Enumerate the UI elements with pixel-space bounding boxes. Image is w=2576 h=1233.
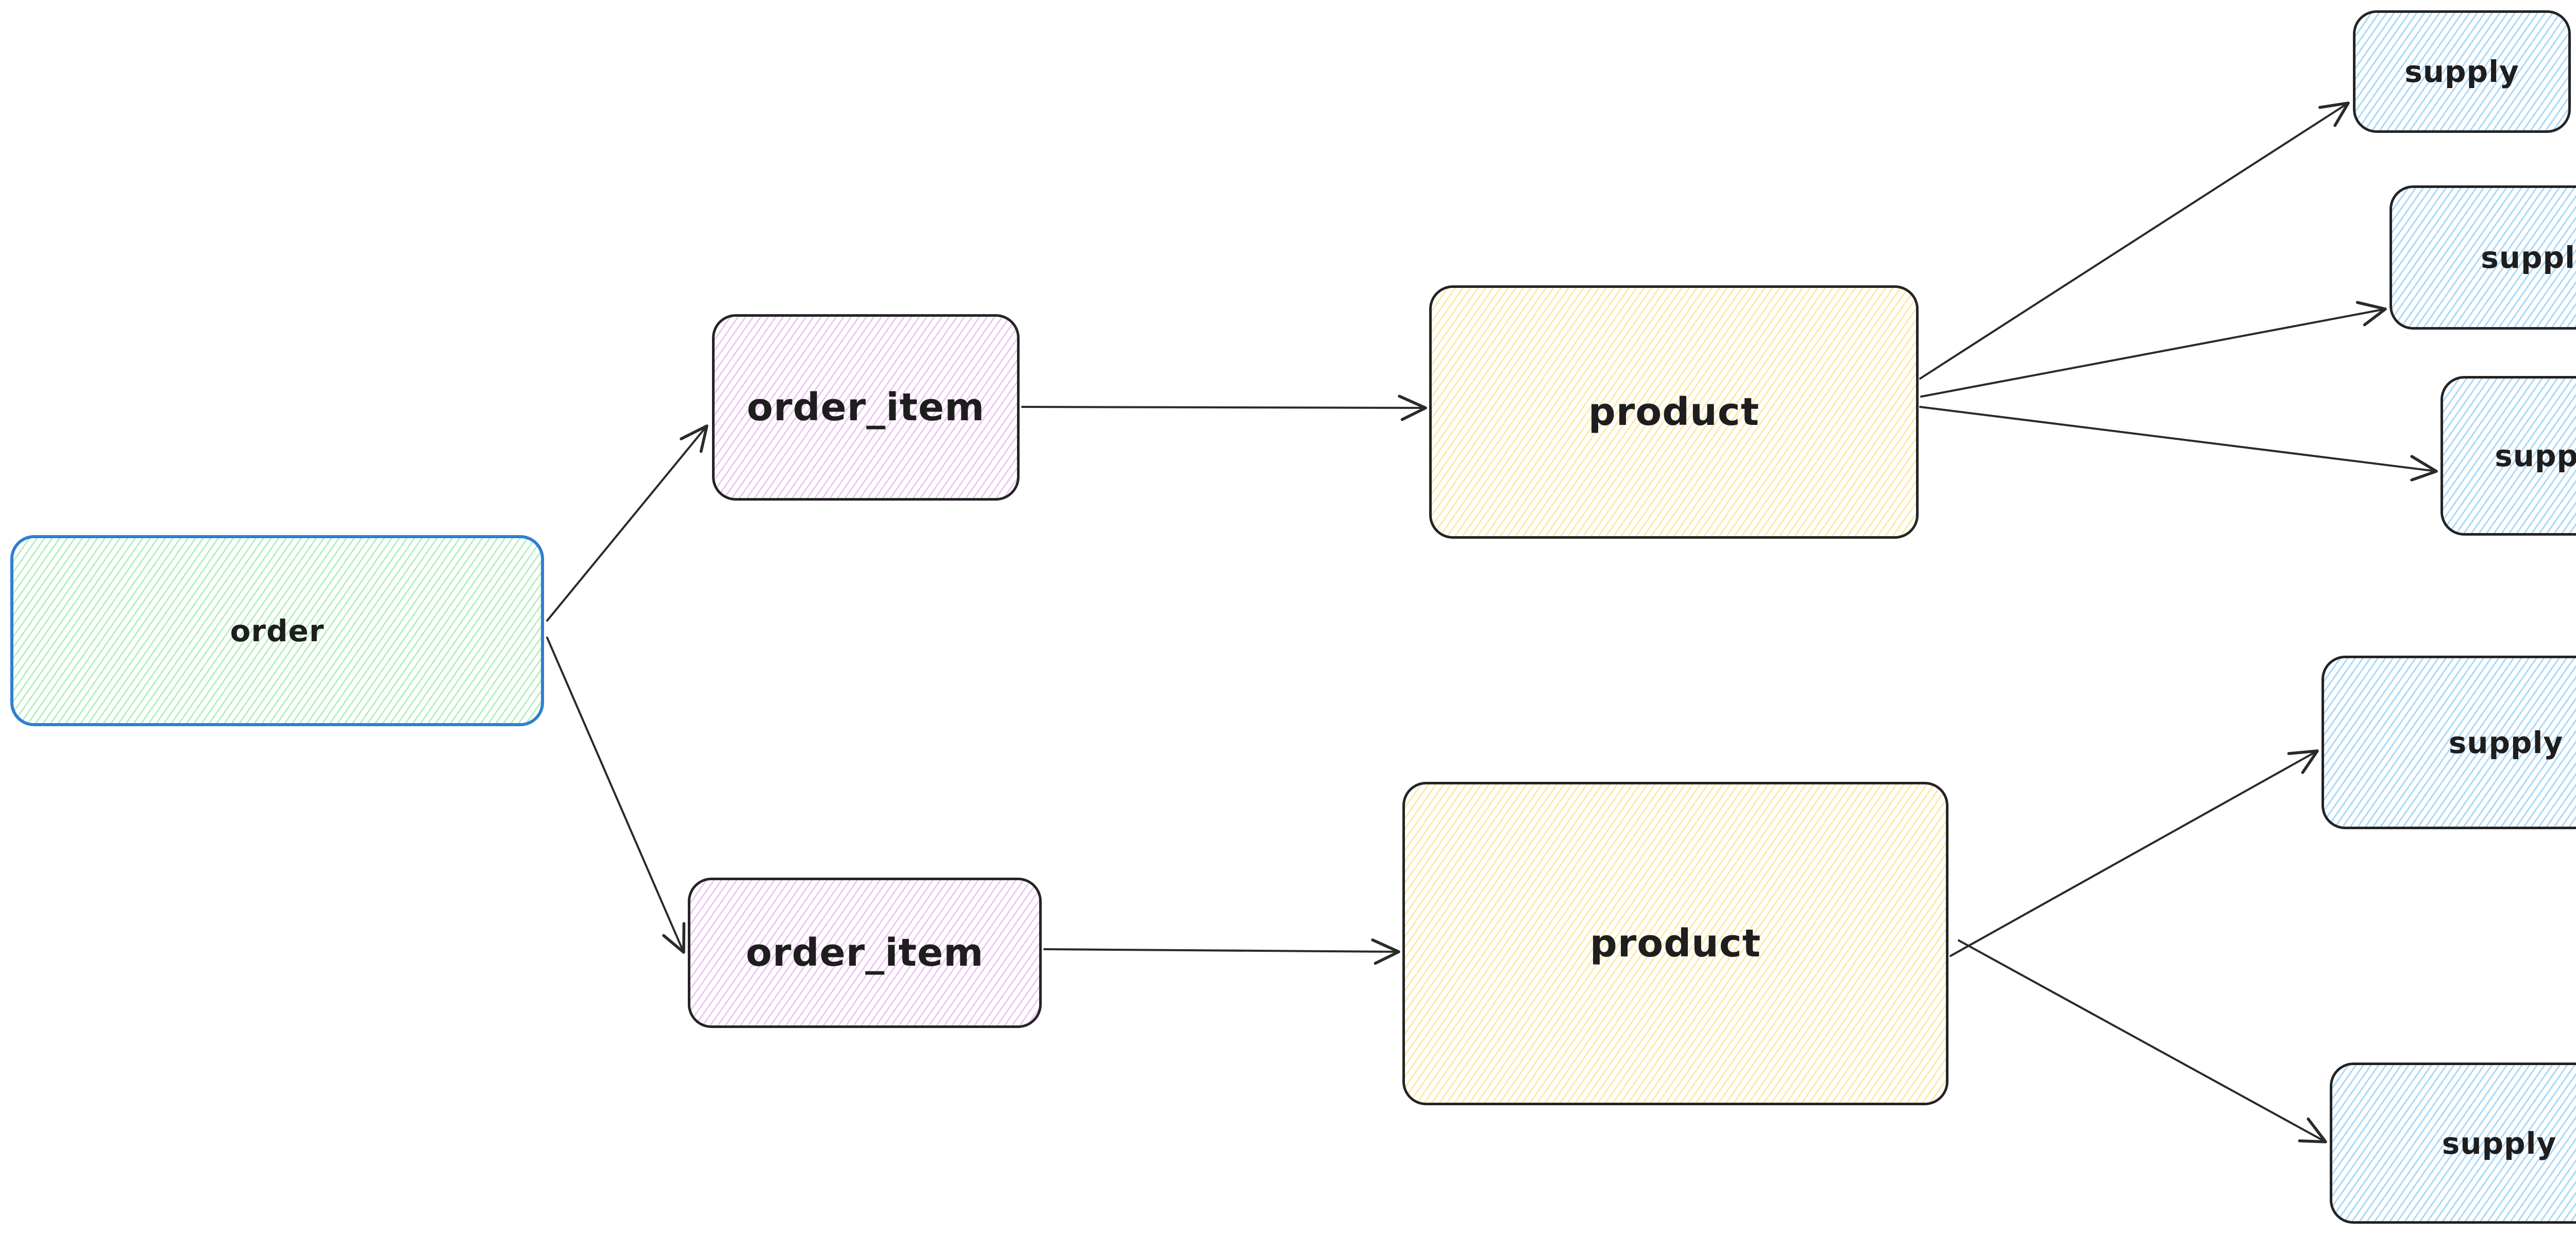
arrow-order-item-top-to-product-top[interactable] [1021,395,1427,421]
arrow-product-top-to-supply-3[interactable] [1919,406,2438,482]
arrow-product-bottom-to-supply-5[interactable] [1958,939,2327,1143]
node-product-bottom[interactable]: product [1402,782,1948,1105]
arrow-product-top-to-supply-2[interactable] [1920,301,2387,398]
arrow-order-item-bottom-to-product-bottom[interactable] [1043,938,1400,965]
node-supply-1-label: supply [2404,54,2519,89]
node-supply-3[interactable]: supply [2441,376,2576,536]
node-supply-5-label: supply [2442,1125,2557,1161]
node-supply-1[interactable]: supply [2353,10,2571,133]
node-order[interactable]: order [10,535,544,726]
node-supply-2[interactable]: supply [2389,185,2576,330]
node-order-item-bottom[interactable]: order_item [688,878,1042,1028]
node-product-top[interactable]: product [1429,285,1919,539]
node-order-item-bottom-label: order_item [745,931,984,975]
node-supply-4-label: supply [2448,725,2564,760]
node-order-label: order [230,613,325,648]
arrow-product-top-to-supply-1[interactable] [1919,101,2350,380]
arrow-order-to-order-item-bottom[interactable] [546,637,686,954]
node-supply-2-label: supply [2481,240,2576,275]
arrow-product-bottom-to-supply-4[interactable] [1950,749,2319,957]
node-product-top-label: product [1588,390,1760,434]
arrow-order-to-order-item-top[interactable] [546,424,708,622]
node-order-item-top-label: order_item [747,385,985,430]
node-order-item-top[interactable]: order_item [712,314,1020,501]
node-product-bottom-label: product [1589,921,1761,966]
node-supply-4[interactable]: supply [2321,656,2576,829]
node-supply-5[interactable]: supply [2330,1063,2576,1224]
node-supply-3-label: supply [2495,438,2576,473]
